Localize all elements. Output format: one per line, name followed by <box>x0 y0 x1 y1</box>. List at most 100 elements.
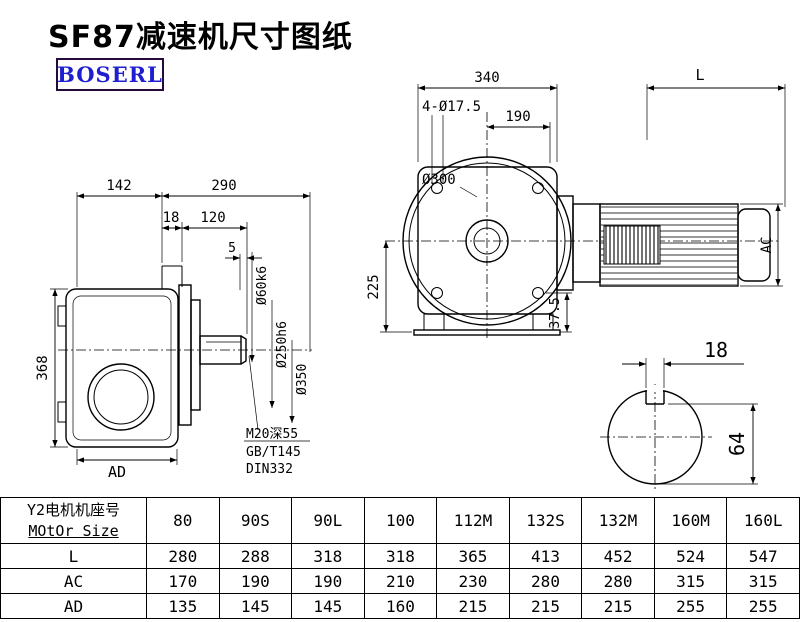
bolt-hole <box>431 287 443 299</box>
dim-290-label: 290 <box>211 178 236 194</box>
spigot-dia-group: Ø250h6 <box>269 300 290 408</box>
frame-size-cell: 160L <box>726 497 800 544</box>
dim-142-label: 142 <box>106 178 131 194</box>
motor-size-table: Y2电机机座号 MOtOr Size 80 90S 90L 100 112M 1… <box>0 497 800 619</box>
table-row-L: L 280 288 318 318 365 413 452 524 547 <box>0 543 800 569</box>
frame-size-cell: 132S <box>508 497 583 544</box>
motor <box>556 195 771 291</box>
row-label-L: L <box>0 543 147 569</box>
dim-300-group: Ø300 <box>422 172 478 198</box>
dim-5-label: 5 <box>228 241 236 256</box>
dim-AD-label: AD <box>108 463 126 481</box>
spigot-dia-label: Ø250h6 <box>275 321 290 368</box>
value-cell: 452 <box>581 543 655 569</box>
value-cell: 190 <box>291 568 365 594</box>
motor-size-header-cell: Y2电机机座号 MOtOr Size <box>0 497 147 544</box>
dim-340-label: 340 <box>474 70 499 86</box>
bolt-hole <box>431 182 443 194</box>
dim-18-group: 18 <box>162 210 182 231</box>
frame-size-cell: 132M <box>581 497 655 544</box>
bolt-hole <box>532 287 544 299</box>
flange-dia-label: Ø350 <box>295 364 310 395</box>
mounting-lug <box>57 401 67 423</box>
bolt-holes-callout-group: 4-Ø17.5 <box>422 99 481 184</box>
value-cell: 215 <box>436 593 510 619</box>
dim-120-group: 120 <box>181 210 248 334</box>
value-cell: 280 <box>508 568 583 594</box>
dim-120-label: 120 <box>200 210 225 226</box>
output-flange-disc <box>178 284 192 426</box>
mounting-lug <box>57 305 67 327</box>
flange-dia-group: Ø350 <box>289 340 310 423</box>
value-cell: 288 <box>218 543 293 569</box>
motor-size-header-cn: Y2电机机座号 <box>26 500 121 519</box>
value-cell: 318 <box>363 543 438 569</box>
row-label-AD: AD <box>0 593 147 619</box>
dim-AC-group: AC <box>740 203 783 287</box>
value-cell: 170 <box>146 568 220 594</box>
shaft-section-view: 18 64 <box>600 338 758 492</box>
housing-inner-line <box>72 295 172 441</box>
brand-logo: BOSERL <box>56 58 164 91</box>
shaft-dia-group: Ø60k6 <box>249 252 270 362</box>
value-cell: 365 <box>436 543 510 569</box>
fan-cover <box>737 208 771 282</box>
terminal-block <box>603 225 661 265</box>
side-view: 142 290 18 120 5 <box>35 178 312 481</box>
dim-AD-group: AD <box>76 449 178 481</box>
bolt-holes-label: 4-Ø17.5 <box>422 99 481 115</box>
worm-boss-inner <box>93 369 149 425</box>
standard-1-label: GB/T145 <box>246 445 301 460</box>
value-cell: 160 <box>363 593 438 619</box>
value-cell: 255 <box>653 593 728 619</box>
worm-boss-outer <box>87 363 155 431</box>
dim-300-label: Ø300 <box>422 172 456 188</box>
bolt-hole <box>532 182 544 194</box>
flange-spigot <box>190 299 201 411</box>
table-row-AC: AC 170 190 190 210 230 280 280 315 315 <box>0 568 800 594</box>
front-view: 340 L 4-Ø17.5 190 Ø300 <box>366 66 786 338</box>
dim-AC-label: AC <box>759 237 775 254</box>
motor-size-header-en: MOtOr Size <box>28 521 119 540</box>
standard-2-label: DIN332 <box>246 462 293 477</box>
dim-368-group: 368 <box>35 288 68 448</box>
frame-size-cell: 90L <box>291 497 365 544</box>
dim-190-label: 190 <box>505 109 530 125</box>
foot-left <box>423 313 445 331</box>
table-header-row: Y2电机机座号 MOtOr Size 80 90S 90L 100 112M 1… <box>0 497 800 544</box>
row-label-AC: AC <box>0 568 147 594</box>
value-cell: 230 <box>436 568 510 594</box>
dim-L-group: L <box>646 66 786 207</box>
value-cell: 215 <box>581 593 655 619</box>
value-cell: 145 <box>291 593 365 619</box>
shaft-hub <box>465 219 509 263</box>
dim-368-label: 368 <box>35 355 51 380</box>
dim-225-group: 225 <box>366 241 412 333</box>
dim-5-group: 5 <box>225 241 262 290</box>
output-shaft <box>199 335 242 365</box>
tapped-hole-label: M20深55 <box>246 427 298 442</box>
motor-bell <box>572 203 601 283</box>
shaft-dia-label: Ø60k6 <box>255 266 270 305</box>
key-width-dim-group: 18 <box>622 338 744 388</box>
key-width-label: 18 <box>704 338 728 362</box>
frame-size-cell: 112M <box>436 497 510 544</box>
dim-142-group: 142 <box>76 178 163 287</box>
value-cell: 210 <box>363 568 438 594</box>
value-cell: 280 <box>581 568 655 594</box>
value-cell: 524 <box>653 543 728 569</box>
dim-340-group: 340 <box>417 70 558 162</box>
value-cell: 135 <box>146 593 220 619</box>
dim-37-5-group: 37.5 <box>546 292 572 333</box>
table-row-AD: AD 135 145 145 160 215 215 215 255 255 <box>0 593 800 619</box>
page-title: SF87减速机尺寸图纸 <box>48 20 353 55</box>
frame-size-cell: 90S <box>218 497 293 544</box>
value-cell: 315 <box>653 568 728 594</box>
technical-drawing: 340 L 4-Ø17.5 190 Ø300 <box>35 66 786 492</box>
dim-225-label: 225 <box>366 274 382 299</box>
value-cell: 215 <box>508 593 583 619</box>
dim-37-5-label: 37.5 <box>548 297 563 328</box>
key-depth-dim-group: 64 <box>660 403 758 485</box>
dim-18-label: 18 <box>163 210 180 226</box>
